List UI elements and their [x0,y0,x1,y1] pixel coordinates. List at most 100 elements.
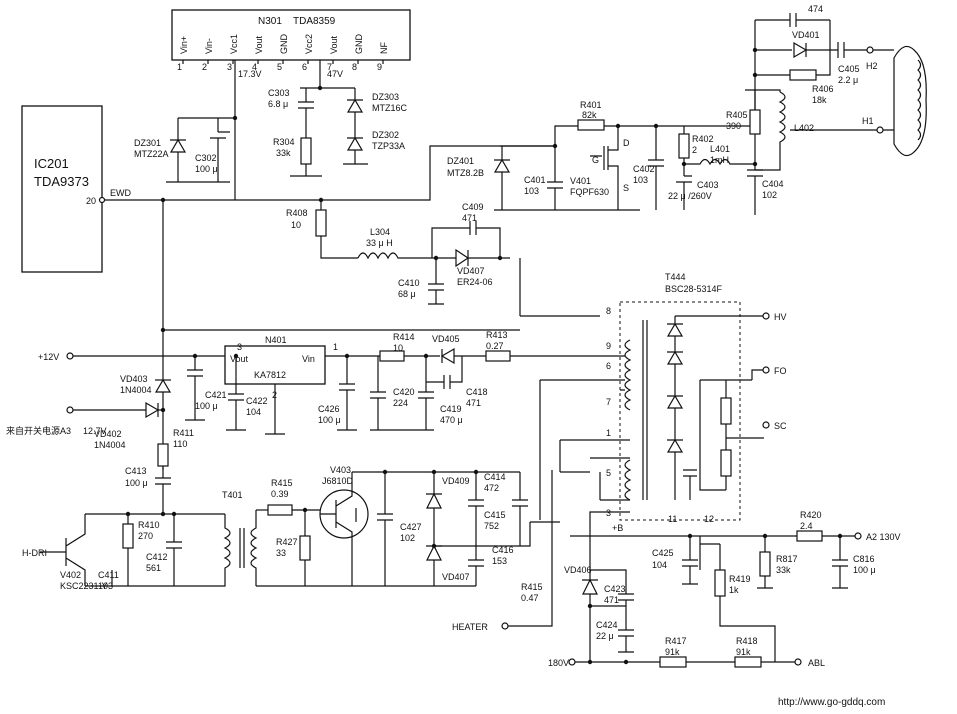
res-r413: R413 0.27 [485,330,600,362]
svg-text:33 μ H: 33 μ H [366,238,393,248]
svg-text:J6810D: J6810D [322,476,354,486]
deflection-yoke [873,45,927,157]
wire-fbt-primary [519,258,630,520]
svg-text:10: 10 [393,343,403,353]
svg-text:C427: C427 [400,522,422,532]
ic-n301-pin-label: Vcc2 [304,34,314,54]
svg-text:R418: R418 [736,636,758,646]
svg-text:471: 471 [604,595,619,605]
flyback-outline [619,301,741,521]
terminal-psu-label: 来自开关电源A3 [6,425,71,436]
svg-text:VD402: VD402 [94,429,122,439]
svg-text:C401: C401 [524,175,546,185]
ic-n301-pin-label: Vcc1 [229,34,239,54]
res-r401: R401 82k [577,100,605,131]
ic-n301-pin-label: GND [354,34,364,55]
terminal-fo [762,366,770,374]
cap-c415: C415 752 [484,472,528,546]
ic-ic201-ref: IC201 [34,156,69,171]
svg-text:R411: R411 [173,428,194,438]
svg-text:C403: C403 [697,180,719,190]
svg-text:C420: C420 [393,387,415,397]
svg-text:KA7812: KA7812 [254,370,286,380]
svg-text:6.8 μ: 6.8 μ [268,99,288,109]
terminal-heater [501,622,509,630]
svg-text:ER24-06: ER24-06 [457,277,493,287]
svg-text:R408: R408 [286,208,308,218]
svg-text:22 μ /260V: 22 μ /260V [668,191,712,201]
wire-abl-tap [699,536,720,570]
cap-c405: C405 2.2 μ [837,42,870,85]
svg-text:102: 102 [400,533,415,543]
svg-text:L304: L304 [370,227,390,237]
svg-text:MTZ8.2B: MTZ8.2B [447,168,484,178]
svg-text:VD409: VD409 [442,476,470,486]
inductor-l402: L402 [755,89,814,171]
svg-text:R420: R420 [800,510,822,520]
svg-text:DZ303: DZ303 [372,92,399,102]
svg-text:100 μ: 100 μ [125,478,148,488]
inductor-l401: L401 1mH [684,144,755,166]
svg-text:R401: R401 [580,100,602,110]
voltage-17v: 17.3V [238,69,262,79]
res-r406: R406 18k [755,50,834,105]
terminal-psu-voltage: 12.7V [83,426,107,436]
ic-n401: N401 Vout Vin KA7812 3 1 2 [224,335,338,435]
svg-text:VD405: VD405 [432,334,460,344]
cap-c424: C424 22 μ [596,606,634,653]
svg-text:DZ302: DZ302 [372,130,399,140]
res-r415b: R415 0.47 [521,582,543,603]
terminal-a2-label: A2 130V [866,532,901,542]
res-r418: R418 91k [734,636,762,668]
cap-c413: C413 100 μ [125,466,171,514]
flyback-pin-number: 5 [606,468,611,478]
wire-vcc2 [300,60,356,100]
svg-text:100 μ: 100 μ [853,565,876,575]
zener-dz401: DZ401 MTZ8.2B [447,146,511,210]
transistor-v402: H-DRI V402 KSC2231-Y [22,514,108,591]
cap-c421: C421 100 μ [185,356,227,421]
terminal-h1-label: H1 [862,116,874,126]
ic-n301: N301 TDA8359 Vin+1Vin-2Vcc13Vout4GND5Vcc… [171,9,411,72]
svg-text:Vout: Vout [230,354,249,364]
svg-text:C404: C404 [762,179,784,189]
svg-text:R417: R417 [665,636,687,646]
svg-text:R817: R817 [776,554,798,564]
svg-text:R415: R415 [521,582,543,592]
cap-c404: C404 102 [747,164,784,215]
svg-text:471: 471 [462,213,477,223]
terminal-a2 [854,532,862,540]
svg-text:R427: R427 [276,537,298,547]
cap-c303: C303 6.8 μ [268,88,314,126]
svg-text:VD401: VD401 [792,30,820,40]
svg-text:20: 20 [86,196,96,206]
mosfet-v401: G D S V401 FQPF630 [570,126,630,210]
res-r410: R410 270 [122,514,160,586]
svg-text:C424: C424 [596,620,618,630]
ic-n301-pin-label: Vout [254,35,264,54]
ic-ic201-body [21,105,103,273]
svg-text:18k: 18k [812,95,827,105]
ic-n301-pin-number: 7 [327,62,332,72]
cap-c414: C414 472 [468,472,506,546]
svg-text:C422: C422 [246,396,268,406]
svg-text:+B: +B [612,523,623,533]
transistor-v403: V403 J6810D [319,465,369,586]
svg-text:C303: C303 [268,88,290,98]
cap-c425: C425 104 [652,536,698,585]
ic-n301-pin-label: GND [279,34,289,55]
cap-c411: C411 103 [98,570,119,591]
svg-text:TZP33A: TZP33A [372,141,405,151]
flyback-pin-number: 1 [606,428,611,438]
svg-text:561: 561 [146,563,161,573]
svg-text:R410: R410 [138,520,160,530]
svg-text:R405: R405 [726,110,748,120]
res-r402: R402 2 [678,126,714,176]
wire-c416 [434,522,531,547]
svg-text:100 μ: 100 μ [195,401,218,411]
diode-vd403: VD403 1N4004 [120,374,172,395]
diode-vd406: VD406 [564,565,598,662]
cap-c418: C418 471 [426,356,488,408]
flyback-pin-number: 7 [606,397,611,407]
